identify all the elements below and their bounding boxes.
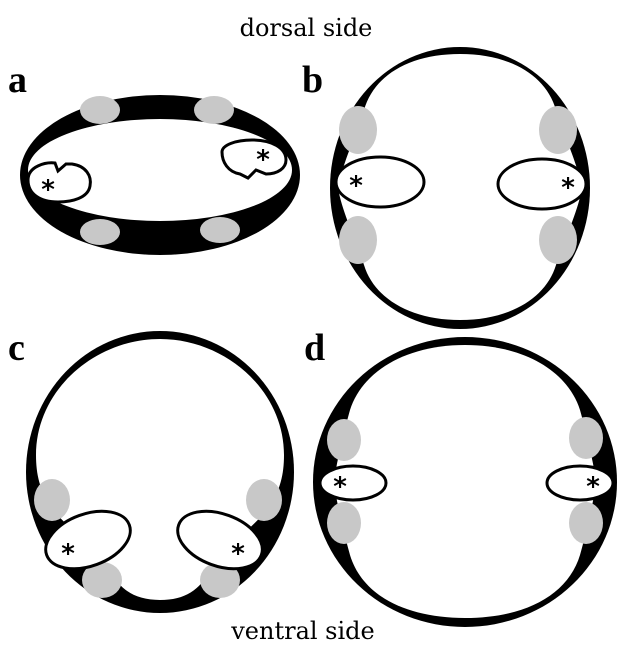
panel-a-gray-body-top-left: [80, 96, 120, 124]
panel-b-gray-body-right-upper: [539, 106, 577, 154]
panel-c-letter: c: [8, 327, 25, 369]
panel-b: b * *: [302, 47, 590, 329]
panel-b-left-asterisk: *: [349, 171, 363, 201]
panel-a-right-pouch: [222, 140, 286, 178]
panel-d-left-asterisk: *: [333, 472, 347, 502]
panel-b-gray-body-left-upper: [339, 106, 377, 154]
panel-c-right-asterisk: *: [231, 539, 245, 569]
panel-a-left-asterisk: *: [41, 175, 55, 205]
panel-d-left-pouch: [320, 466, 386, 500]
panel-c: c * *: [8, 327, 294, 613]
panel-d-letter: d: [304, 327, 325, 369]
panel-d-gray-body-left-upper: [327, 419, 361, 461]
panel-a: a * *: [8, 59, 300, 255]
panel-c-left-asterisk: *: [61, 539, 75, 569]
panel-c-gray-body-left-upper: [34, 479, 70, 521]
panel-a-gray-body-bottom-left: [80, 219, 120, 245]
panel-a-right-asterisk: *: [256, 145, 270, 175]
panel-c-gray-body-right-upper: [246, 479, 282, 521]
panel-d-right-pouch: [547, 466, 613, 500]
dorsal-side-label: dorsal side: [240, 14, 373, 42]
ventral-side-label: ventral side: [230, 617, 375, 645]
panel-a-gray-body-top-right: [194, 96, 234, 124]
panel-d-gray-body-left-lower: [327, 502, 361, 544]
panel-d-right-asterisk: *: [586, 472, 600, 502]
panel-b-letter: b: [302, 59, 323, 101]
panel-b-right-asterisk: *: [561, 173, 575, 203]
panel-b-gray-body-right-lower: [539, 216, 577, 264]
panel-d: d * *: [304, 327, 617, 627]
panel-d-gray-body-right-upper: [569, 417, 603, 459]
panel-a-gray-body-bottom-right: [200, 217, 240, 243]
panel-a-letter: a: [8, 59, 27, 101]
panel-d-gray-body-right-lower: [569, 502, 603, 544]
panel-b-gray-body-left-lower: [339, 216, 377, 264]
panel-a-left-pouch: [28, 163, 90, 202]
